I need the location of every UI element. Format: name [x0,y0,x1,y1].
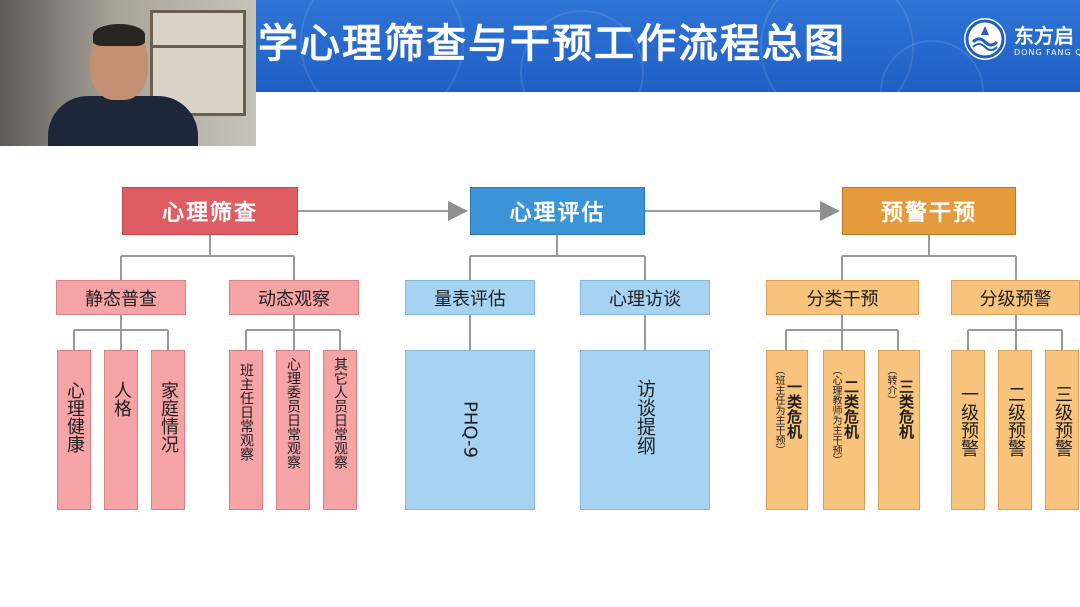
leaf-family: 家庭情况 [151,350,185,510]
leaf-phq9: PHQ-9 [405,350,535,510]
stage-intervention: 预警干预 [842,187,1016,235]
node-classified-intervention: 分类干预 [766,280,919,315]
leaf-mental-health: 心理健康 [57,350,91,510]
leaf-interview-outline: 访谈提纲 [580,350,710,510]
logo-subtitle: DONG FANG Q [1014,48,1080,57]
leaf-personality: 人格 [104,350,138,510]
logo-name: 东方启 [1014,24,1074,48]
node-interview: 心理访谈 [580,280,710,315]
leaf-other-staff-observation: 其它人员日常观察 [323,350,357,510]
leaf-level2-warning: 二级预警 [998,350,1032,510]
leaf-class2-crisis: 二类危机 （心理教师为主干预） [823,350,865,510]
node-scale-assessment: 量表评估 [405,280,535,315]
node-dynamic-observation: 动态观察 [229,280,359,315]
stage-screening: 心理筛查 [122,187,298,235]
stage-assessment: 心理评估 [470,187,645,235]
node-graded-warning: 分级预警 [951,280,1080,315]
webcam-video-feed [0,0,256,146]
leaf-psych-committee-observation: 心理委员日常观察 [276,350,310,510]
logo: 东方启 DONG FANG Q [962,16,1080,66]
leaf-class3-crisis: 三类危机 （转介） [878,350,920,510]
leaf-class1-crisis: 一类危机 （班主任为主干预） [766,350,808,510]
slide-title: 学心理筛查与干预工作流程总图 [258,21,846,67]
leaf-level3-warning: 三级预警 [1045,350,1079,510]
node-static-survey: 静态普查 [56,280,186,315]
leaf-level1-warning: 一级预警 [951,350,985,510]
leaf-head-teacher-observation: 班主任日常观察 [229,350,263,510]
logo-emblem-icon [964,18,1006,60]
